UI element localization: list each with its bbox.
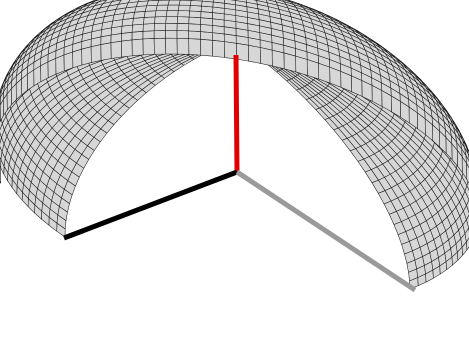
rim-patch	[296, 56, 308, 75]
surface-patch	[132, 31, 143, 40]
surface-patch	[200, 24, 212, 32]
rim-patch	[248, 45, 260, 63]
surface-patch	[154, 30, 165, 38]
surface-patch	[189, 24, 201, 32]
surface-patch	[190, 5, 202, 11]
surface-patch	[178, 5, 190, 11]
surface-patch	[145, 5, 157, 11]
surface-patch	[143, 24, 154, 32]
rim-patch	[143, 38, 154, 54]
rim-patch	[101, 43, 111, 61]
surface-patch	[157, 0, 169, 5]
surface-patch	[132, 24, 143, 32]
surface-patch	[189, 31, 201, 39]
surface-patch	[155, 17, 167, 24]
surface-patch	[177, 23, 189, 31]
rim-patch	[48, 58, 56, 77]
surface-patch	[168, 0, 180, 5]
vertical-axis-line	[236, 55, 237, 172]
surface-patch	[201, 18, 213, 26]
rim-patch	[201, 39, 213, 56]
surface-patch	[167, 5, 179, 11]
rim-patch	[307, 60, 319, 80]
surface-patch	[147, 0, 159, 5]
surface-patch	[202, 1, 214, 7]
rim-patch	[132, 39, 143, 56]
surface-patch	[143, 31, 154, 39]
rim-patch	[56, 55, 64, 74]
rim-patch	[91, 45, 101, 63]
surface-patch	[190, 0, 202, 6]
surface-patch	[189, 11, 201, 18]
surface-patch	[166, 10, 178, 16]
surface-patch	[200, 32, 212, 41]
surface-patch	[213, 2, 225, 8]
surface-patch	[177, 31, 189, 39]
surface-patch	[166, 23, 178, 30]
rim-patch	[272, 50, 284, 69]
surface-patch	[179, 0, 191, 5]
rim-patch	[64, 52, 73, 71]
rim-patch	[260, 48, 272, 66]
surface-patch	[189, 17, 201, 24]
surface-patch	[121, 32, 132, 41]
rim-patch	[212, 40, 224, 57]
rim-patch	[166, 38, 178, 54]
surface-patch	[143, 17, 155, 24]
rim-patch	[73, 49, 82, 68]
surface-patch	[166, 30, 178, 38]
surface-patch	[133, 17, 145, 25]
rim-patch	[82, 47, 92, 65]
rim-patch	[111, 41, 122, 58]
rim-patch	[189, 39, 201, 56]
surface-patch	[177, 17, 189, 24]
rim-patch	[121, 40, 132, 57]
surface-patch	[144, 11, 156, 18]
rim-patch	[177, 38, 189, 54]
surface-patch	[166, 17, 178, 24]
surface-patch	[156, 5, 168, 11]
surface-patch	[155, 10, 167, 16]
surface-patch	[154, 23, 166, 30]
rim-patch	[154, 38, 166, 54]
rim-patch	[284, 53, 296, 72]
surface-patch	[178, 11, 190, 17]
